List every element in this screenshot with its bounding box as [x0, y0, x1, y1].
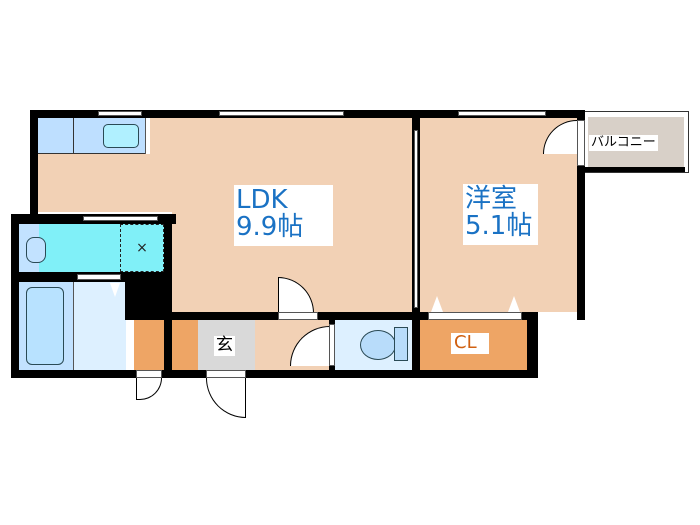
- closet-door-marker-right: [508, 296, 520, 312]
- door-ldk-hall-gap: [278, 312, 318, 320]
- western-room-label: 洋室 5.1帖: [463, 184, 539, 245]
- door-toilet-gap: [329, 324, 335, 366]
- door-entrance-gap: [206, 370, 246, 378]
- door-storage-gap: [136, 370, 162, 378]
- wall-left-upper: [30, 110, 38, 218]
- closet-door-marker-left: [431, 296, 443, 312]
- door-storage: [136, 378, 162, 400]
- ldk-size: 9.9帖: [236, 212, 304, 243]
- western-room-name: 洋室: [465, 184, 518, 214]
- door-stop-icon: [110, 283, 120, 297]
- ldk-label: LDK 9.9帖: [234, 185, 334, 246]
- window-ldk: [219, 111, 344, 116]
- entrance-label: 玄: [214, 335, 235, 356]
- kitchen-sink-icon: [103, 124, 139, 148]
- wall-closet-right: [527, 312, 538, 378]
- wall-western-right: [577, 110, 585, 320]
- wall-bottom: [11, 370, 538, 378]
- kitchen-counter-divider: [73, 117, 74, 154]
- door-entrance: [206, 378, 246, 418]
- wall-left-lower: [11, 214, 19, 378]
- storage-2: [172, 320, 198, 370]
- washing-machine-x-icon: ×: [136, 240, 148, 256]
- wall-washroom-bath: [11, 272, 126, 282]
- wall-ldk-bottom: [164, 312, 538, 320]
- closet-label: CL: [451, 333, 489, 354]
- washing-machine-pan-icon: [120, 224, 164, 272]
- kitchen-counter-edge: [145, 117, 150, 154]
- washroom-door-gap: [77, 274, 121, 280]
- storage-1: [134, 320, 164, 370]
- ldk-name: LDK: [236, 185, 288, 215]
- closet-door-gap: [428, 312, 522, 320]
- wall-ldk-left-lower: [164, 214, 172, 320]
- bathtub-icon: [26, 287, 64, 365]
- sliding-door-ldk-western: [414, 130, 418, 308]
- wall-storage-divider: [164, 312, 172, 378]
- toilet-bowl-icon: [360, 330, 396, 360]
- wall-balcony-bottom: [583, 167, 685, 172]
- window-washroom: [83, 216, 158, 221]
- door-balcony-gap: [577, 120, 585, 166]
- washbasin-icon: [26, 237, 46, 263]
- western-room-size: 5.1帖: [465, 211, 533, 242]
- window-western: [458, 111, 546, 116]
- toilet-tank-icon: [394, 327, 408, 361]
- balcony-label: バルコニー: [589, 135, 658, 151]
- window-kitchen: [98, 111, 142, 116]
